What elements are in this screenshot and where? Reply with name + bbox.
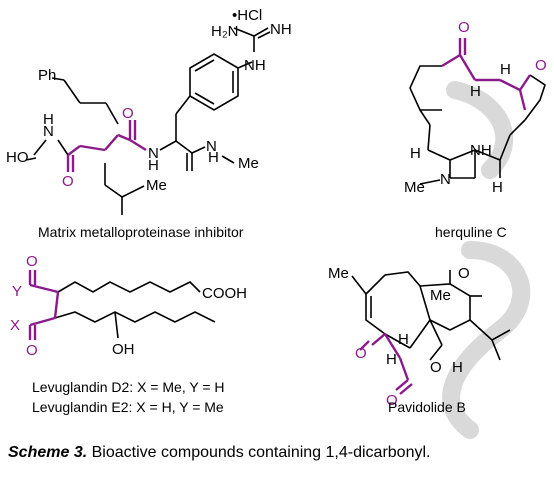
pavidolide-atom-labels: Me O Me H O H O H O [328, 265, 470, 409]
svg-text:N: N [440, 171, 451, 188]
svg-text:COOH: COOH [202, 285, 247, 302]
svg-text:NH: NH [470, 142, 492, 159]
svg-text:O: O [386, 392, 398, 409]
herquline-highlight-bonds [441, 38, 531, 111]
svg-text:H₂N: H₂N [211, 23, 239, 40]
svg-text:N: N [43, 123, 54, 140]
svg-text:Y: Y [12, 283, 22, 300]
svg-text:H: H [43, 111, 54, 128]
mmp-inhibitor-structure [25, 27, 271, 215]
svg-text:H: H [148, 157, 159, 174]
svg-text:H: H [492, 179, 503, 196]
levuglandin-structure [54, 281, 216, 339]
svg-text:Me: Me [146, 177, 167, 194]
svg-text:•HCl: •HCl [232, 7, 262, 24]
mmp-highlight-bonds [66, 120, 147, 172]
svg-text:O: O [26, 253, 38, 270]
svg-text:O: O [458, 19, 470, 36]
watermark-mark [442, 81, 531, 439]
svg-text:H: H [452, 359, 463, 376]
levuglandin-d2-label: Levuglandin D2: X = Me, Y = H [32, 379, 225, 395]
herquline-structure [409, 65, 546, 185]
scheme-caption: Scheme 3. Bioactive compounds containing… [8, 444, 548, 462]
levuglandin-atom-labels: O Y X O COOH OH [10, 253, 247, 359]
svg-text:H: H [398, 331, 409, 348]
svg-text:OH: OH [112, 341, 135, 358]
svg-text:O: O [458, 265, 470, 282]
svg-text:H: H [386, 351, 397, 368]
herquline-atom-labels: O H H O H NH N Me H [404, 19, 547, 196]
svg-text:NH: NH [244, 57, 266, 74]
svg-text:H: H [410, 145, 421, 162]
scheme-number: Scheme 3. [8, 444, 88, 461]
mmp-label: Matrix metalloproteinase inhibitor [38, 224, 244, 240]
svg-text:O: O [430, 359, 442, 376]
svg-text:O: O [535, 57, 547, 74]
caption-text: Bioactive compounds containing 1,4-dicar… [87, 444, 431, 461]
pavidolide-label: Pavidolide B [388, 399, 466, 415]
mmp-atom-labels: Ph H₂N NH NH •HCl HO N H O N H O N H Me … [6, 7, 292, 194]
herquline-label: herquline C [435, 224, 507, 240]
svg-text:O: O [122, 105, 134, 122]
levuglandin-e2-label: Levuglandin E2: X = H, Y = Me [32, 399, 224, 415]
svg-text:Me: Me [430, 287, 451, 304]
pavidolide-structure [351, 270, 511, 361]
svg-text:O: O [355, 345, 367, 362]
svg-text:N: N [206, 138, 217, 155]
svg-text:Me: Me [238, 155, 259, 172]
levuglandin-highlight-bonds [28, 270, 60, 340]
svg-text:N: N [148, 145, 159, 162]
svg-text:Ph: Ph [38, 67, 56, 84]
svg-text:H: H [470, 83, 481, 100]
pavidolide-highlight-bonds [359, 333, 413, 395]
svg-text:H: H [500, 61, 511, 78]
svg-text:H: H [208, 149, 219, 166]
svg-text:O: O [62, 173, 74, 190]
svg-text:Me: Me [328, 265, 349, 282]
svg-text:NH: NH [270, 21, 292, 38]
svg-text:O: O [26, 342, 38, 359]
svg-text:X: X [10, 317, 20, 334]
svg-text:HO: HO [6, 149, 29, 166]
svg-text:Me: Me [404, 179, 425, 196]
